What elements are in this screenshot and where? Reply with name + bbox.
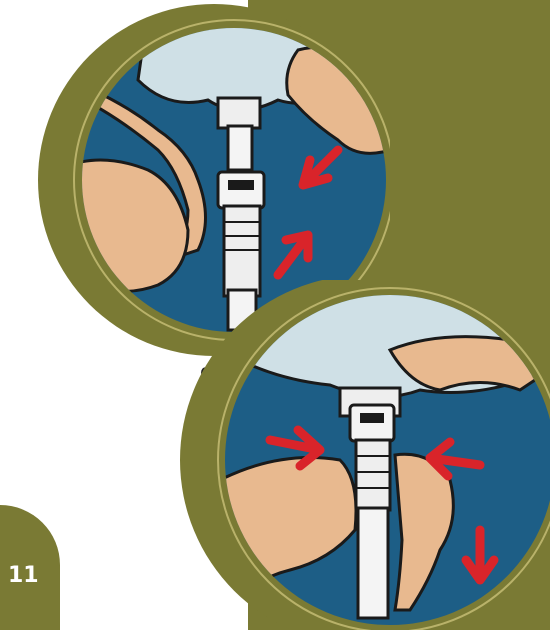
bag-outlet-nozzle bbox=[228, 126, 252, 170]
connector-tube bbox=[356, 440, 390, 510]
connector-slot bbox=[228, 180, 254, 190]
connector-slot bbox=[360, 413, 384, 423]
page-number: 11 bbox=[8, 563, 39, 588]
connect-drainage-bag-step-2-illustration bbox=[180, 280, 550, 630]
connector-end bbox=[358, 508, 388, 618]
bag-outlet bbox=[218, 98, 260, 128]
